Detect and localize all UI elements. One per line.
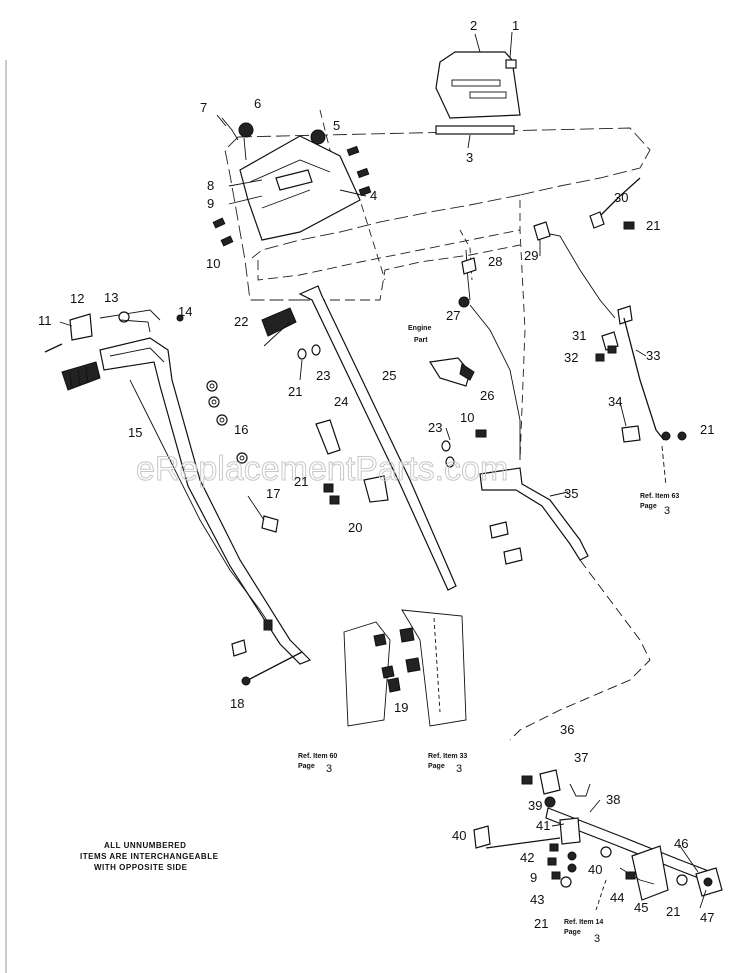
callout-24: 24 <box>334 394 348 409</box>
ref-item-33: Ref. Item 33 Page 3 <box>428 753 467 775</box>
callout-43: 43 <box>530 892 544 907</box>
callout-23-a: 23 <box>316 368 330 383</box>
right-linkage <box>533 177 687 487</box>
ref-63-page: 3 <box>664 505 670 517</box>
callout-5: 5 <box>333 118 340 133</box>
watermark-text: eReplacementParts.com <box>136 450 508 488</box>
callout-21-f: 21 <box>666 904 680 919</box>
engine-part-line1: Engine <box>408 325 431 332</box>
ref-60-page: 3 <box>326 763 332 775</box>
callout-3: 3 <box>466 150 473 165</box>
callout-15: 15 <box>128 425 142 440</box>
callout-36: 36 <box>560 722 574 737</box>
callout-21-a: 21 <box>288 384 302 399</box>
callout-20: 20 <box>348 520 362 535</box>
ref-63-line2: Page <box>640 503 657 510</box>
callout-47: 47 <box>700 910 714 925</box>
shift-rod-35 <box>479 467 651 741</box>
ref-14-page: 3 <box>594 933 600 945</box>
callout-16: 16 <box>234 422 248 437</box>
callout-32: 32 <box>564 350 578 365</box>
callout-39: 39 <box>528 798 542 813</box>
ref-33-line1: Ref. Item 33 <box>428 753 467 760</box>
callout-22: 22 <box>234 314 248 329</box>
callout-26: 26 <box>480 388 494 403</box>
callout-38: 38 <box>606 792 620 807</box>
ref-item-63: Ref. Item 63 Page 3 <box>640 493 679 517</box>
ref-33-line2: Page <box>428 763 445 770</box>
bottom-linkage <box>473 769 723 911</box>
callout-42: 42 <box>520 850 534 865</box>
callout-18: 18 <box>230 696 244 711</box>
callout-30: 30 <box>614 190 628 205</box>
callout-2: 2 <box>470 18 477 33</box>
handle-frame-outline <box>224 109 651 461</box>
center-handle-assembly <box>261 285 487 591</box>
engine-linkage <box>429 249 521 460</box>
ref-60-line1: Ref. Item 60 <box>298 753 337 760</box>
callout-45: 45 <box>634 900 648 915</box>
callout-27: 27 <box>446 308 460 323</box>
callout-35: 35 <box>564 486 578 501</box>
callout-34: 34 <box>608 394 622 409</box>
callout-21-d: 21 <box>700 422 714 437</box>
callout-28: 28 <box>488 254 502 269</box>
left-handle-assembly <box>44 309 312 686</box>
callout-29: 29 <box>524 248 538 263</box>
control-panel-assembly <box>212 117 372 247</box>
part-1-label <box>505 59 517 69</box>
callout-19: 19 <box>394 700 408 715</box>
note-line2: ITEMS ARE INTERCHANGEABLE <box>80 852 219 861</box>
engine-part-line2: Part <box>414 337 428 344</box>
ref-33-page: 3 <box>456 763 462 775</box>
callout-33: 33 <box>646 348 660 363</box>
callout-21-e: 21 <box>534 916 548 931</box>
knob-6 <box>238 122 254 138</box>
callout-labels: 1 2 3 4 5 6 7 8 9 10 11 12 13 14 15 16 1… <box>38 18 714 931</box>
callout-10-b: 10 <box>460 410 474 425</box>
ref-item-14: Ref. Item 14 Page 3 <box>564 919 603 945</box>
callout-6: 6 <box>254 96 261 111</box>
callout-37: 37 <box>574 750 588 765</box>
callout-46: 46 <box>674 836 688 851</box>
callout-21-c: 21 <box>646 218 660 233</box>
callout-1: 1 <box>512 18 519 33</box>
callout-44: 44 <box>610 890 624 905</box>
callout-10: 10 <box>206 256 220 271</box>
callout-9: 9 <box>207 196 214 211</box>
callout-14: 14 <box>178 304 192 319</box>
part-3-strip <box>435 125 515 135</box>
callout-8: 8 <box>207 178 214 193</box>
callout-17: 17 <box>266 486 280 501</box>
callout-leaders <box>59 114 707 909</box>
callout-7: 7 <box>200 100 207 115</box>
ref-14-line1: Ref. Item 14 <box>564 919 603 926</box>
knob-5 <box>310 129 326 145</box>
callout-31: 31 <box>572 328 586 343</box>
side-panels <box>343 609 467 727</box>
callout-23-b: 23 <box>428 420 442 435</box>
ref-60-line2: Page <box>298 763 315 770</box>
callout-13: 13 <box>104 290 118 305</box>
note-line1: ALL UNNUMBERED <box>104 841 186 850</box>
callout-41: 41 <box>536 818 550 833</box>
callout-40-a: 40 <box>452 828 466 843</box>
callout-21-b: 21 <box>294 474 308 489</box>
interchangeable-note: ALL UNNUMBERED ITEMS ARE INTERCHANGEABLE… <box>80 841 219 872</box>
decal-plate-assembly <box>435 31 521 149</box>
callout-4: 4 <box>370 188 377 203</box>
callout-40-b: 40 <box>588 862 602 877</box>
note-line3: WITH OPPOSITE SIDE <box>94 863 188 872</box>
callout-11: 11 <box>38 313 52 328</box>
callout-25: 25 <box>382 368 396 383</box>
ref-item-60: Ref. Item 60 Page 3 <box>298 753 337 775</box>
ref-14-line2: Page <box>564 929 581 936</box>
callout-12: 12 <box>70 291 84 306</box>
ref-63-line1: Ref. Item 63 <box>640 493 679 500</box>
callout-9-b: 9 <box>530 870 537 885</box>
